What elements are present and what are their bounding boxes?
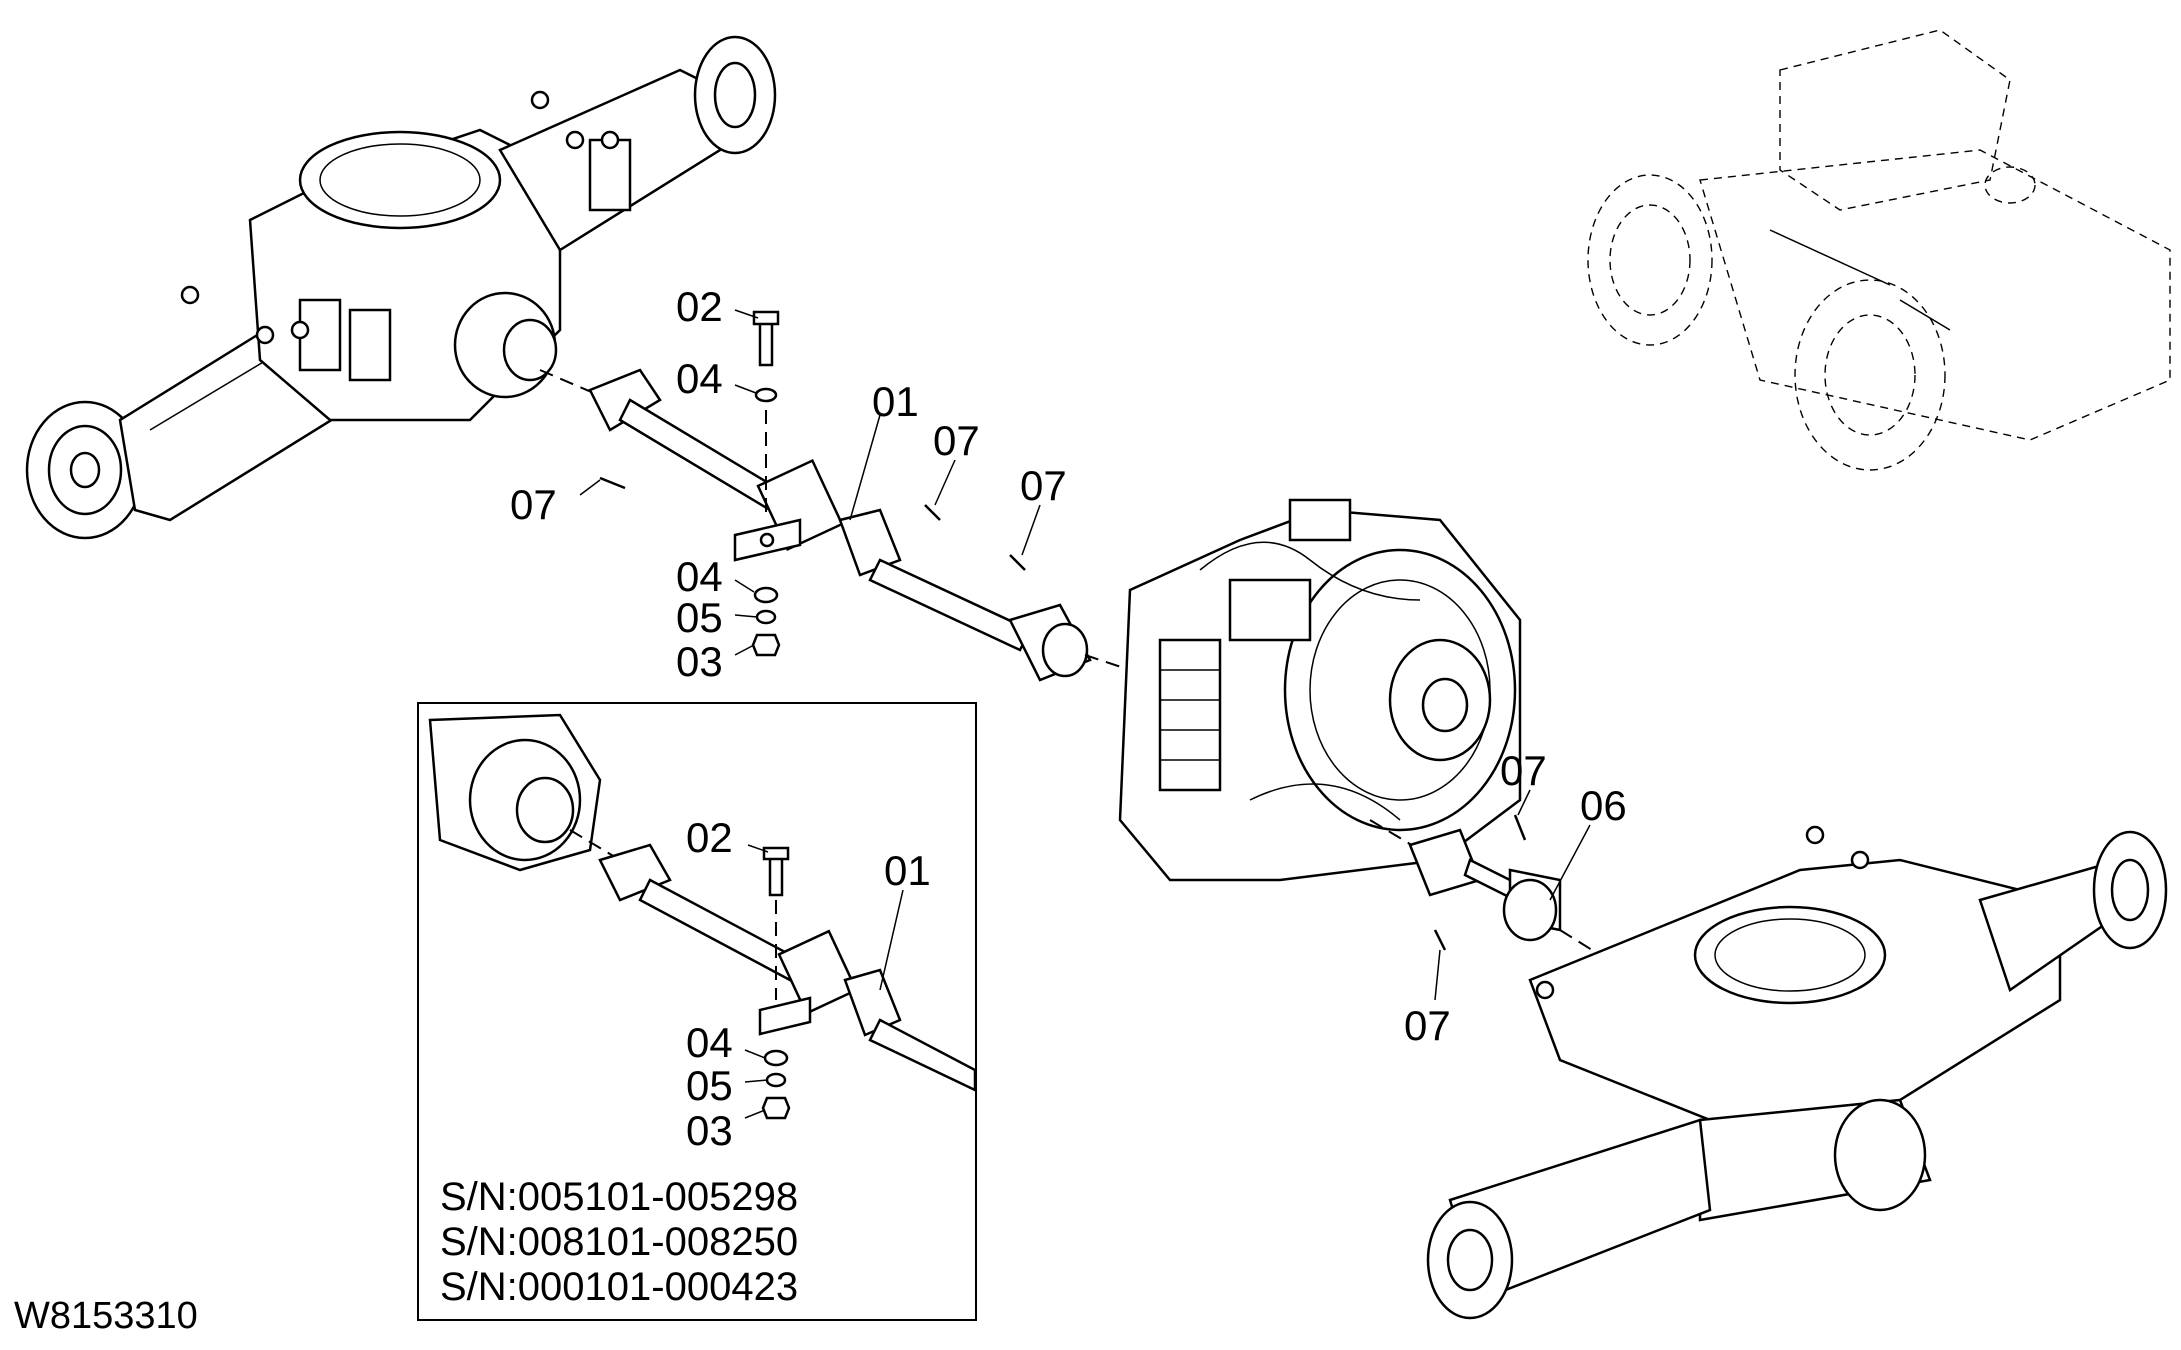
- inset-box: [417, 702, 977, 1321]
- callout-07: 07: [1020, 462, 1067, 509]
- transmission: [1118, 498, 1522, 882]
- front-axle: [25, 35, 777, 540]
- machine-locator-outline: [1587, 29, 2171, 471]
- front-driveshaft: [588, 368, 1092, 682]
- callout-07: 07: [510, 481, 557, 528]
- inset-callout-04: 04: [686, 1019, 733, 1066]
- drawing-code: W8153310: [14, 1295, 198, 1337]
- rear-axle: [1426, 825, 2168, 1320]
- inset-callout-02: 02: [686, 814, 733, 861]
- inset-callout-01: 01: [884, 847, 931, 894]
- serial-number-3: S/N:000101-000423: [440, 1265, 798, 1309]
- rear-driveshaft: [1369, 814, 1641, 981]
- inset-callout-05: 05: [686, 1062, 733, 1109]
- callout-07: 07: [933, 417, 980, 464]
- serial-number-2: S/N:008101-008250: [440, 1220, 798, 1264]
- callout-01: 01: [872, 378, 919, 425]
- callout-06: 06: [1580, 782, 1627, 829]
- hardware-main: [599, 310, 1026, 657]
- callout-03: 03: [676, 638, 723, 685]
- leader-lines: [579, 309, 1591, 1119]
- callout-02: 02: [676, 283, 723, 330]
- serial-number-1: S/N:005101-005298: [440, 1175, 798, 1219]
- inset-callout-03: 03: [686, 1107, 733, 1154]
- callout-07: 07: [1500, 747, 1547, 794]
- callout-04: 04: [676, 553, 723, 600]
- callout-07: 07: [1404, 1002, 1451, 1049]
- callout-05: 05: [676, 594, 723, 641]
- callout-04: 04: [676, 355, 723, 402]
